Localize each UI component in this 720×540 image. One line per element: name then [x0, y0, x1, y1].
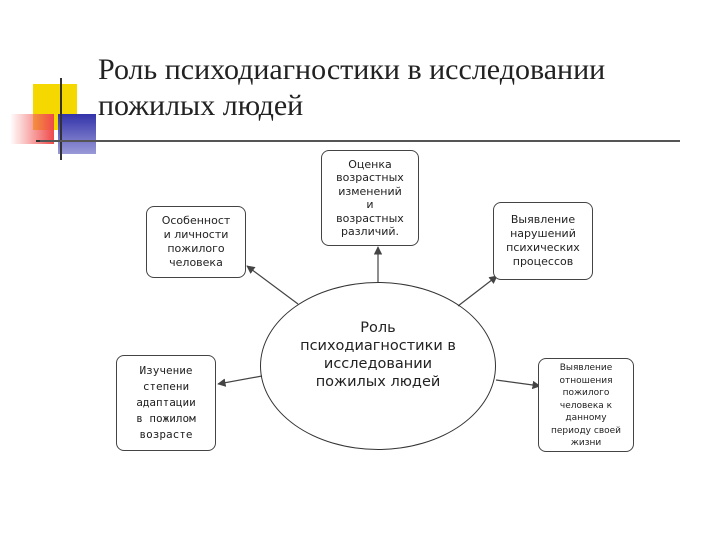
- box-bottom-right: Выявление отношения пожилого человека к …: [538, 358, 634, 452]
- box-top-right-text: Выявление нарушений психических процессо…: [506, 213, 580, 268]
- arrow-to-top-left: [246, 265, 299, 305]
- decor-blue-square: [58, 114, 96, 154]
- box-bottom-left-text: Изучение степени адаптации в пожилом воз…: [136, 364, 196, 441]
- box-top-right: Выявление нарушений психических процессо…: [493, 202, 593, 280]
- center-text: Роль психодиагностики в исследовании пож…: [300, 320, 456, 390]
- arrow-to-top-right: [457, 275, 498, 307]
- box-bottom-right-text: Выявление отношения пожилого человека к …: [550, 363, 622, 448]
- arrow-to-bottom-right: [495, 379, 541, 390]
- decor-red-square: [10, 114, 54, 144]
- box-bottom-left: Изучение степени адаптации в пожилом воз…: [116, 355, 216, 451]
- box-top-left: Особенност и личности пожилого человека: [146, 206, 246, 278]
- slide-title: Роль психодиагностики в исследовании пож…: [98, 53, 606, 122]
- center-ellipse: Роль психодиагностики в исследовании пож…: [260, 282, 496, 450]
- title-underline: [40, 140, 680, 142]
- box-top: Оценка возрастных изменений и возрастных…: [321, 150, 419, 246]
- box-top-text: Оценка возрастных изменений и возрастных…: [336, 157, 404, 239]
- decor-vertical-line: [60, 78, 62, 160]
- arrow-to-bottom-left: [217, 375, 263, 387]
- box-top-left-text: Особенност и личности пожилого человека: [161, 214, 231, 269]
